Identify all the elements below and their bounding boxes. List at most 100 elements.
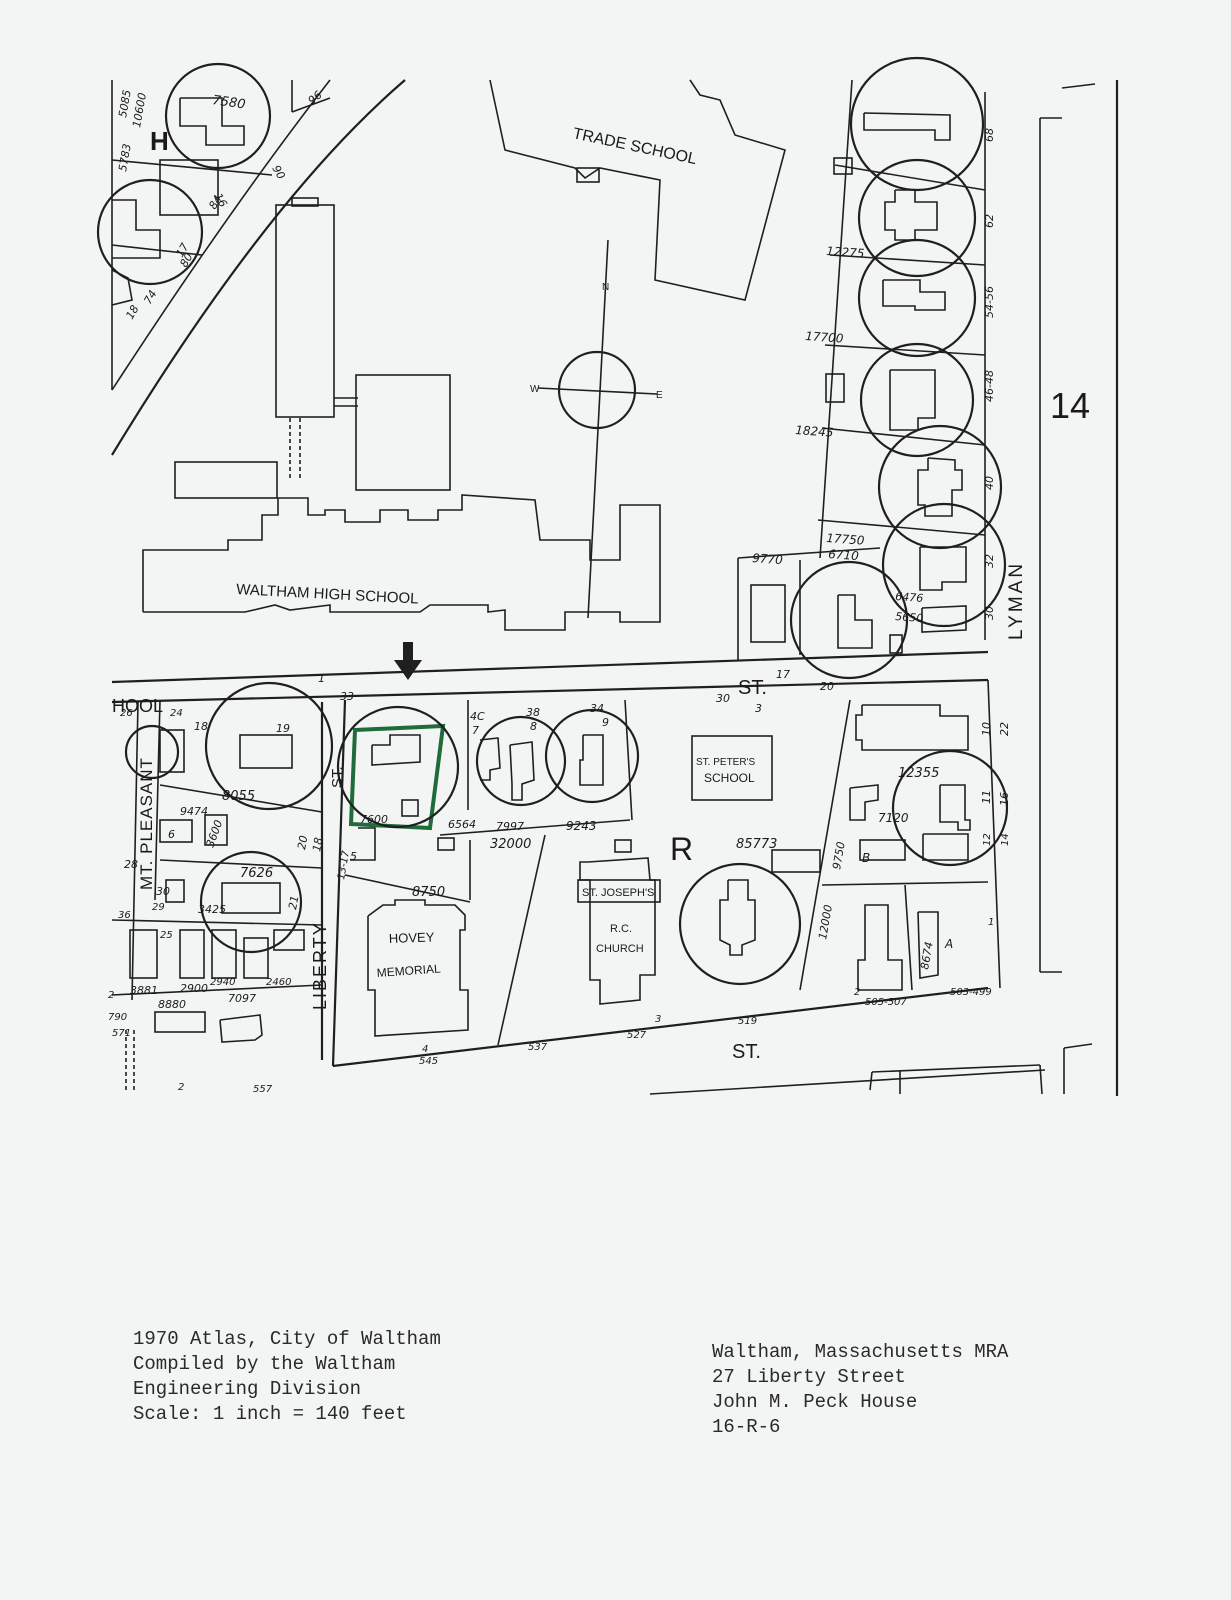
lot-number: 13-17	[336, 849, 352, 880]
lot-number: 18	[123, 303, 141, 322]
lot-number: 8750	[412, 885, 445, 900]
lot-number: 527	[627, 1030, 647, 1041]
curved-street-inner	[111, 79, 331, 391]
lot-number: 30	[983, 606, 996, 620]
building-outline	[291, 197, 319, 207]
top-right-street-mark	[1061, 83, 1096, 89]
building-outline	[882, 279, 946, 311]
lot-number: 5650	[895, 610, 924, 625]
lot-number: 80	[177, 251, 195, 270]
lot-line	[111, 650, 989, 684]
map-label: SCHOOL	[704, 771, 755, 785]
lot-number: 30	[156, 885, 170, 898]
lot-line	[869, 1071, 873, 1091]
map-label: LYMAN	[1006, 561, 1027, 640]
street-top: ST. 1 33 30 17 20 3 HOOL	[111, 650, 989, 716]
building-outline	[371, 734, 421, 766]
lot-number: 32000	[490, 837, 531, 852]
lot-number: 18	[310, 836, 325, 852]
map-label: R	[670, 831, 693, 867]
lot-line	[497, 834, 546, 1046]
lot-line	[987, 679, 1001, 989]
lot-number: 6476	[895, 590, 924, 605]
property-circle	[96, 178, 204, 286]
lot-number: 3	[655, 1014, 661, 1025]
building-outline	[111, 269, 133, 306]
upper-left-numbers: 7580 5085 10600 5783 H 90 96 84 16 17 80…	[116, 88, 325, 321]
building-outline	[919, 546, 967, 591]
compass-rose: W E N	[530, 239, 663, 619]
property-circle	[124, 724, 180, 780]
waltham-high-school-building: WALTHAM HIGH SCHOOL	[142, 197, 661, 631]
lot-number: 2900	[180, 982, 208, 995]
lot-number: 10	[980, 722, 993, 736]
lot-number: 505-507	[865, 997, 907, 1008]
building-outline	[849, 784, 879, 821]
lot-number: 5783	[116, 143, 134, 173]
lot-number: 90	[269, 163, 287, 182]
lot-line	[829, 254, 986, 266]
lot-line	[344, 874, 471, 903]
caption-left-line1: 1970 Atlas, City of Waltham	[133, 1328, 441, 1350]
map-label: ST. JOSEPH'S	[582, 887, 654, 899]
lot-number: 3425	[198, 903, 226, 916]
lot-number: 503-499	[950, 987, 992, 998]
lot-number: 2	[854, 987, 860, 998]
map-label: HOVEY	[389, 929, 435, 946]
trade-school-building: TRADE SCHOOL	[489, 79, 786, 301]
building-outline	[889, 369, 936, 431]
map-label: TRADE SCHOOL	[571, 125, 698, 168]
building-outline	[479, 737, 501, 781]
lower-block: HOVEY MEMORIAL ST. JOSEPH'S R.C. CHURCH …	[111, 679, 1093, 1095]
property-circle	[199, 850, 303, 954]
lot-line	[821, 427, 986, 446]
lot-number: 4C	[470, 710, 485, 723]
map-label: LIBERTY	[310, 921, 330, 1010]
lot-number: 9474	[180, 805, 208, 818]
building-outline	[179, 929, 205, 979]
caption-right-line4: 16-R-6	[712, 1416, 781, 1438]
atlas-map: 7580 5085 10600 5783 H 90 96 84 16 17 80…	[96, 56, 1119, 1096]
lot-number: 74	[141, 288, 159, 307]
lot-number: 1	[318, 672, 325, 685]
lot-number: 2	[178, 1082, 184, 1093]
building-outline	[719, 879, 756, 956]
building-outline	[159, 159, 219, 216]
lot-number: 8674	[918, 941, 936, 971]
building-outline	[401, 799, 419, 817]
upper-right-lots	[817, 56, 1007, 640]
building-outline	[437, 837, 455, 851]
building-outline	[367, 899, 469, 1037]
lot-line	[1063, 1043, 1093, 1049]
map-label: WALTHAM HIGH SCHOOL	[236, 581, 419, 608]
building-outline	[350, 827, 376, 861]
lot-line	[111, 678, 989, 704]
caption-right-line1: Waltham, Massachusetts MRA	[712, 1341, 1009, 1363]
lot-number: 3881	[130, 984, 158, 997]
lot-number: 25	[160, 930, 173, 941]
lot-line	[871, 1064, 1041, 1073]
building-outline	[855, 704, 969, 751]
lot-number: 36	[118, 910, 131, 921]
lot-number: 8	[530, 720, 537, 733]
building-outline	[921, 605, 967, 633]
lot-number: 10600	[130, 92, 149, 129]
property-circle	[336, 705, 460, 829]
lot-number: 5	[350, 850, 357, 863]
lot-line	[821, 881, 989, 886]
lot-number: 7997	[496, 820, 524, 833]
building-outline	[577, 879, 661, 903]
building-outline	[403, 642, 413, 662]
lot-number: B	[862, 851, 870, 865]
lot-number: 9	[602, 716, 609, 729]
lot-number: 62	[983, 214, 996, 228]
lot-line	[819, 79, 853, 559]
property-circle	[789, 560, 909, 680]
building-outline	[825, 373, 845, 403]
lot-number: 18245	[795, 423, 834, 440]
map-label: ST.	[738, 677, 767, 699]
lot-line	[111, 919, 323, 926]
lot-number: 2460	[266, 977, 291, 988]
lot-number: 28	[124, 858, 138, 871]
map-label: W	[530, 384, 540, 395]
